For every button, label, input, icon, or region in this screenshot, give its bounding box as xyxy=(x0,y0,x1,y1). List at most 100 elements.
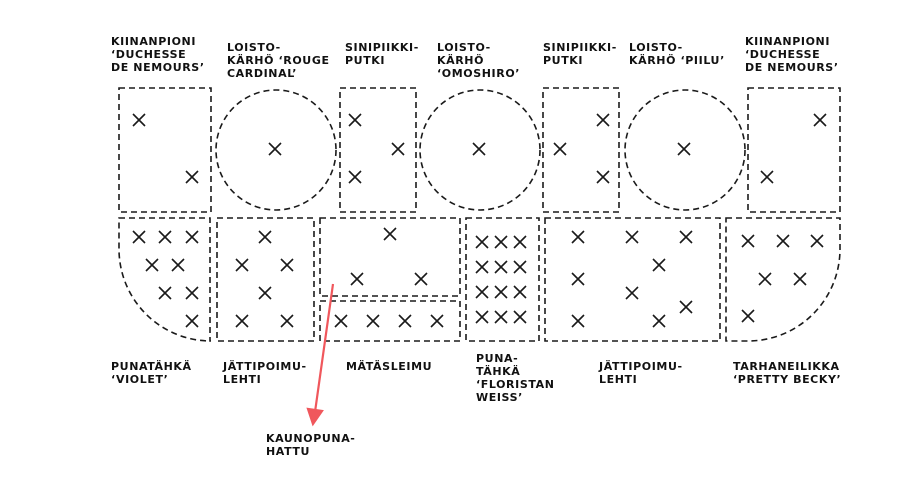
label-line: WEISS’ xyxy=(476,391,523,404)
label-line: SINIPIIKKI- xyxy=(543,41,617,54)
label-jattipoimulehti-2: JÄTTIPOIMU-LEHTI xyxy=(599,360,683,386)
label-line: DE NEMOURS’ xyxy=(745,61,839,74)
label-line: DE NEMOURS’ xyxy=(111,61,205,74)
plant-marker xyxy=(513,260,527,274)
plant-marker xyxy=(398,314,412,328)
plant-marker xyxy=(810,234,824,248)
label-line: LOISTO- xyxy=(227,41,281,54)
plant-marker xyxy=(132,113,146,127)
label-line: ‘DUCHESSE xyxy=(745,48,821,61)
plant-marker xyxy=(391,142,405,156)
label-line: ‘FLORISTAN xyxy=(476,378,555,391)
bed-jattipoimulehti-2 xyxy=(544,217,721,342)
label-line: PUNA- xyxy=(476,352,519,365)
plant-marker xyxy=(185,286,199,300)
label-line: JÄTTIPOIMU- xyxy=(223,360,307,373)
plant-marker xyxy=(475,285,489,299)
plant-marker xyxy=(679,230,693,244)
bed-kiinanpioni-left xyxy=(118,87,212,213)
bed-loistokarho-omoshiro xyxy=(419,89,541,211)
label-line: ‘DUCHESSE xyxy=(111,48,187,61)
label-line: ‘VIOLET’ xyxy=(111,373,169,386)
label-line: KAUNOPUNA- xyxy=(266,432,356,445)
plant-marker xyxy=(235,258,249,272)
plant-marker xyxy=(280,314,294,328)
bed-punatahka-violet xyxy=(118,217,212,342)
plant-marker xyxy=(741,309,755,323)
label-line: LOISTO- xyxy=(437,41,491,54)
plant-marker xyxy=(185,314,199,328)
label-line: KIINANPIONI xyxy=(745,35,831,48)
label-loistokarho-omoshiro: LOISTO-KÄRHÖ‘OMOSHIRO’ xyxy=(437,41,520,80)
label-line: LEHTI xyxy=(599,373,638,386)
label-line: PUTKI xyxy=(345,54,386,67)
plant-marker xyxy=(571,314,585,328)
bed-kiinanpioni-right xyxy=(747,87,841,213)
label-line: ‘PRETTY BECKY’ xyxy=(733,373,842,386)
plant-marker xyxy=(475,235,489,249)
plant-marker xyxy=(741,234,755,248)
plant-marker xyxy=(383,227,397,241)
plant-marker xyxy=(494,260,508,274)
plant-marker xyxy=(258,230,272,244)
plant-marker xyxy=(280,258,294,272)
label-sinipiikkiputki-2: SINIPIIKKI-PUTKI xyxy=(543,41,617,67)
label-kaunopunahattu: KAUNOPUNA-HATTU xyxy=(266,432,355,458)
label-matasleimu: MÄTÄSLEIMU xyxy=(346,360,432,373)
bed-loistokarho-piilu xyxy=(624,89,746,211)
plant-marker xyxy=(571,230,585,244)
plant-marker xyxy=(596,113,610,127)
plant-marker xyxy=(813,113,827,127)
plant-marker xyxy=(677,142,691,156)
bed-matasleimu xyxy=(319,300,461,342)
bed-sinipiikkiputki-1 xyxy=(339,87,417,213)
plant-marker xyxy=(625,230,639,244)
plant-marker xyxy=(185,230,199,244)
label-punatahka-violet: PUNATÄHKÄ‘VIOLET’ xyxy=(111,360,192,386)
plant-marker xyxy=(472,142,486,156)
label-line: PUNATÄHKÄ xyxy=(111,360,192,373)
kaunopunahattu-arrow xyxy=(306,283,335,427)
plant-marker xyxy=(158,286,172,300)
plant-marker xyxy=(571,272,585,286)
plant-marker xyxy=(475,310,489,324)
label-jattipoimulehti-1: JÄTTIPOIMU-LEHTI xyxy=(223,360,307,386)
plant-marker xyxy=(513,235,527,249)
plant-marker xyxy=(145,258,159,272)
plant-marker xyxy=(348,170,362,184)
bed-loistokarho-rouge xyxy=(215,89,337,211)
plant-marker xyxy=(414,272,428,286)
plant-marker xyxy=(652,258,666,272)
label-line: SINIPIIKKI- xyxy=(345,41,419,54)
plant-marker xyxy=(430,314,444,328)
plant-marker xyxy=(494,310,508,324)
bed-sinipiikkiputki-2 xyxy=(542,87,620,213)
plant-marker xyxy=(235,314,249,328)
label-line: LEHTI xyxy=(223,373,262,386)
plant-marker xyxy=(171,258,185,272)
label-line: KÄRHÖ ‘PIILU’ xyxy=(629,54,725,67)
plant-marker xyxy=(334,314,348,328)
plant-marker xyxy=(760,170,774,184)
plant-marker xyxy=(513,310,527,324)
plant-markers xyxy=(132,113,827,328)
plant-marker xyxy=(652,314,666,328)
plant-marker xyxy=(268,142,282,156)
plant-marker xyxy=(758,272,772,286)
label-line: KIINANPIONI xyxy=(111,35,197,48)
label-line: MÄTÄSLEIMU xyxy=(346,360,433,373)
label-loistokarho-piilu: LOISTO-KÄRHÖ ‘PIILU’ xyxy=(629,41,725,67)
plant-marker xyxy=(494,235,508,249)
plant-marker xyxy=(596,170,610,184)
plant-marker xyxy=(366,314,380,328)
label-line: KÄRHÖ ‘ROUGE xyxy=(227,54,330,67)
label-line: TÄHKÄ xyxy=(476,365,521,378)
plant-marker xyxy=(793,272,807,286)
label-line: TARHANEILIKKA xyxy=(733,360,840,373)
bed-tarhaneilikka xyxy=(725,217,841,342)
bed-punatahka-floristan xyxy=(465,217,540,342)
label-line: PUTKI xyxy=(543,54,584,67)
label-line: JÄTTIPOIMU- xyxy=(599,360,683,373)
